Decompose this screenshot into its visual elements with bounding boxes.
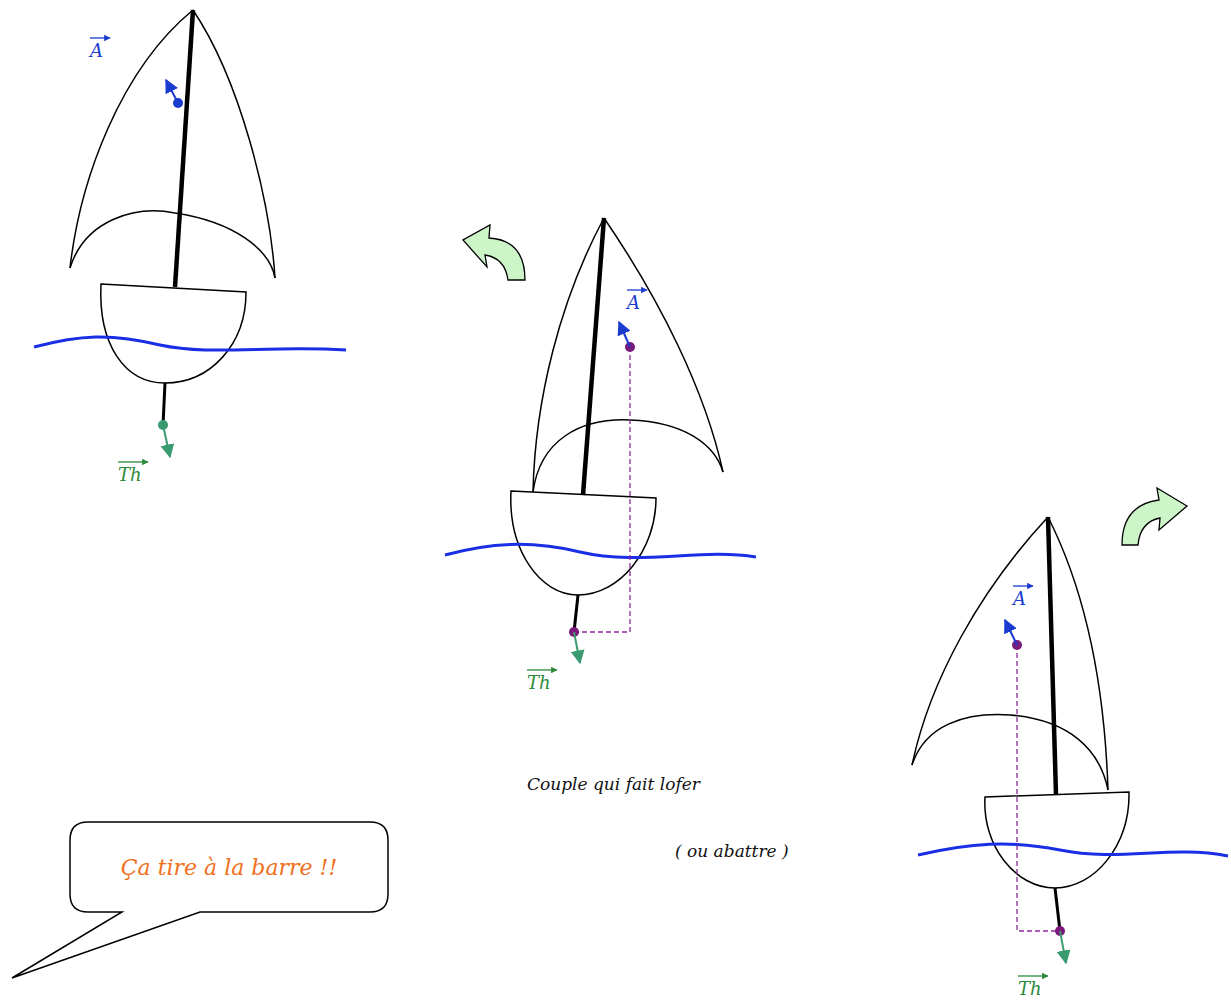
- caption-note: ( ou abattre ): [675, 843, 789, 860]
- rotation-arrow: [1122, 488, 1187, 545]
- vector-overline: [1018, 975, 1048, 976]
- vector-overline: [1013, 585, 1033, 586]
- lever-arm: [574, 347, 630, 632]
- force-vector: [1005, 620, 1017, 645]
- boat-upright: [34, 10, 346, 425]
- boat-luffing: [445, 218, 756, 632]
- vector-name: Th: [1018, 980, 1042, 998]
- lever-arm: [1017, 645, 1060, 931]
- force-vector: [619, 322, 630, 347]
- vector-overline: [527, 669, 557, 670]
- vector-name: Th: [118, 466, 142, 484]
- vector-overline: [90, 37, 110, 38]
- vector-name: A: [90, 42, 103, 60]
- boat-bearing-away: [912, 517, 1228, 931]
- caption-note: Couple qui fait lofer: [527, 776, 700, 793]
- vector-name: A: [1013, 590, 1026, 608]
- speech-bubble: Ça tire à la barre !!: [70, 822, 388, 912]
- force-vector: [1060, 931, 1066, 963]
- force-vector: [574, 632, 580, 663]
- vector-overline: [627, 289, 647, 290]
- force-vector: [163, 425, 170, 457]
- vector-name: A: [627, 294, 640, 312]
- rotation-arrow: [463, 225, 525, 280]
- vector-overline: [118, 461, 148, 462]
- vector-name: Th: [527, 674, 551, 692]
- force-vector: [166, 80, 178, 103]
- bubble-text: Ça tire à la barre !!: [70, 822, 388, 912]
